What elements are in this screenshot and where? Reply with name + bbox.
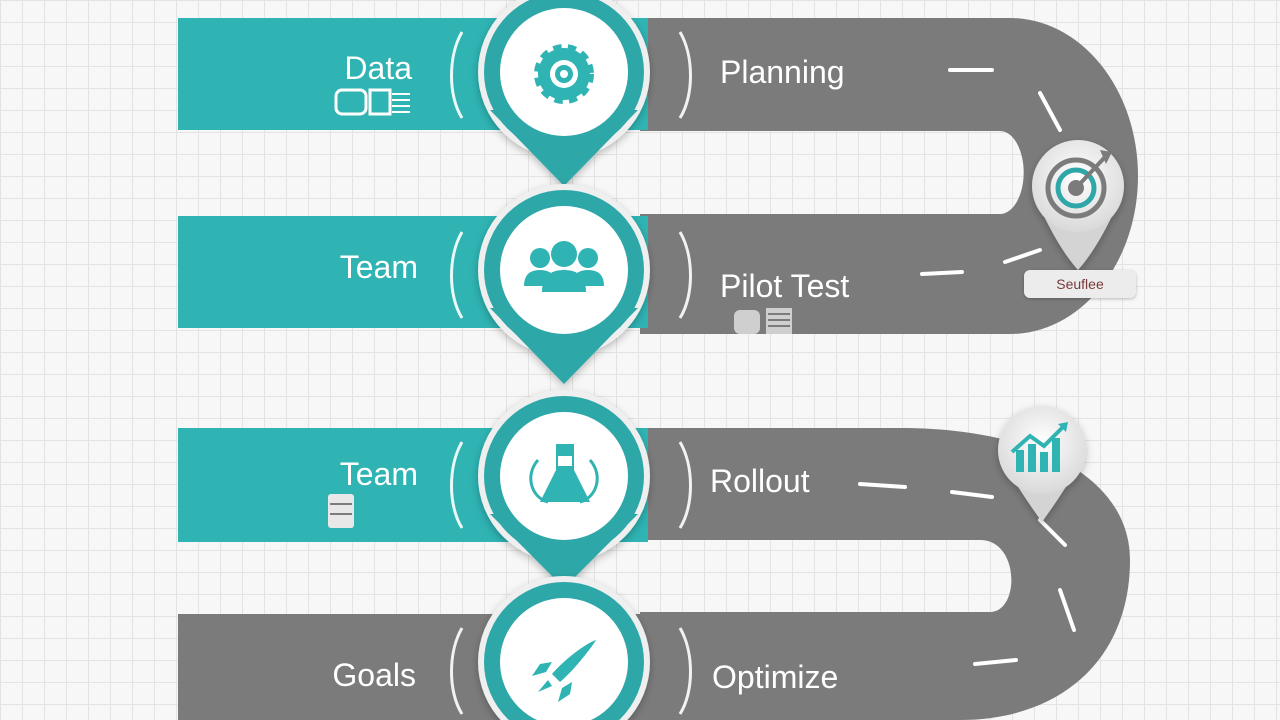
flask-icon [529,444,599,504]
step-3-left-label: Team [339,456,418,492]
step-4-left-label: Goals [332,657,416,693]
step-pin-3 [478,390,650,588]
server-icon [328,494,354,528]
step-1-left-label: Data [344,50,412,86]
gear-icon [534,44,594,104]
step-pin-1 [478,0,650,186]
growth-chart-icon [1010,422,1068,472]
road-lower [640,428,1130,720]
status-badge: Seuflee [1024,270,1136,298]
people-icon [524,241,604,292]
road-dashes [858,68,1076,666]
step-4-right-label: Optimize [712,659,839,695]
document-icon [334,88,410,116]
document-icon [734,308,792,334]
separator-arcs [450,31,692,715]
step-2-right-label: Pilot Test [720,268,850,304]
step-1-right-label: Planning [720,54,845,90]
rocket-icon [532,640,596,702]
road-upper [640,18,1138,334]
step-2-left-label: Team [339,249,418,285]
step-3-right-label: Rollout [710,463,810,499]
step-pin-4 [478,576,650,720]
target-icon [1045,150,1112,219]
